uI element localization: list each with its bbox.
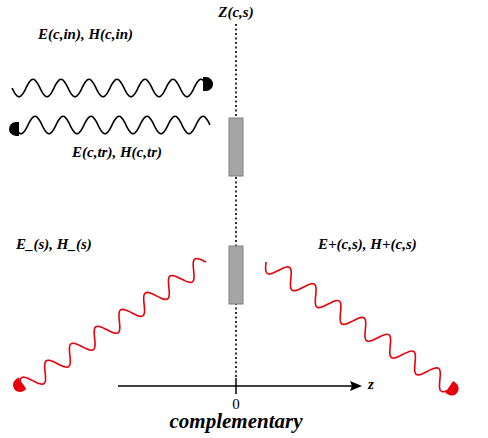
field-label: E(c,in), H(c,in) [38,26,133,43]
z-axis [118,385,352,387]
field-label: E(c,tr), H(c,tr) [72,144,162,161]
axis-arrowhead [350,381,362,391]
screen-plate [229,246,243,304]
axis-label: z [368,376,374,393]
field-label: E+(c,s), H+(c,s) [318,236,417,253]
wave-head [9,122,19,136]
wave [266,262,452,392]
wave [16,116,210,133]
axis-tick [235,378,237,394]
wave [12,79,206,96]
caption-label: complementary [170,410,303,433]
wave-head [10,378,26,395]
wave [20,259,206,385]
field-label: E_(s), H_(s) [16,236,92,253]
wave-head [203,77,213,91]
screen-plate [229,118,243,176]
screen-plane [235,24,237,378]
wave-head [445,381,461,398]
impedance-label: Z(c,s) [218,4,253,21]
